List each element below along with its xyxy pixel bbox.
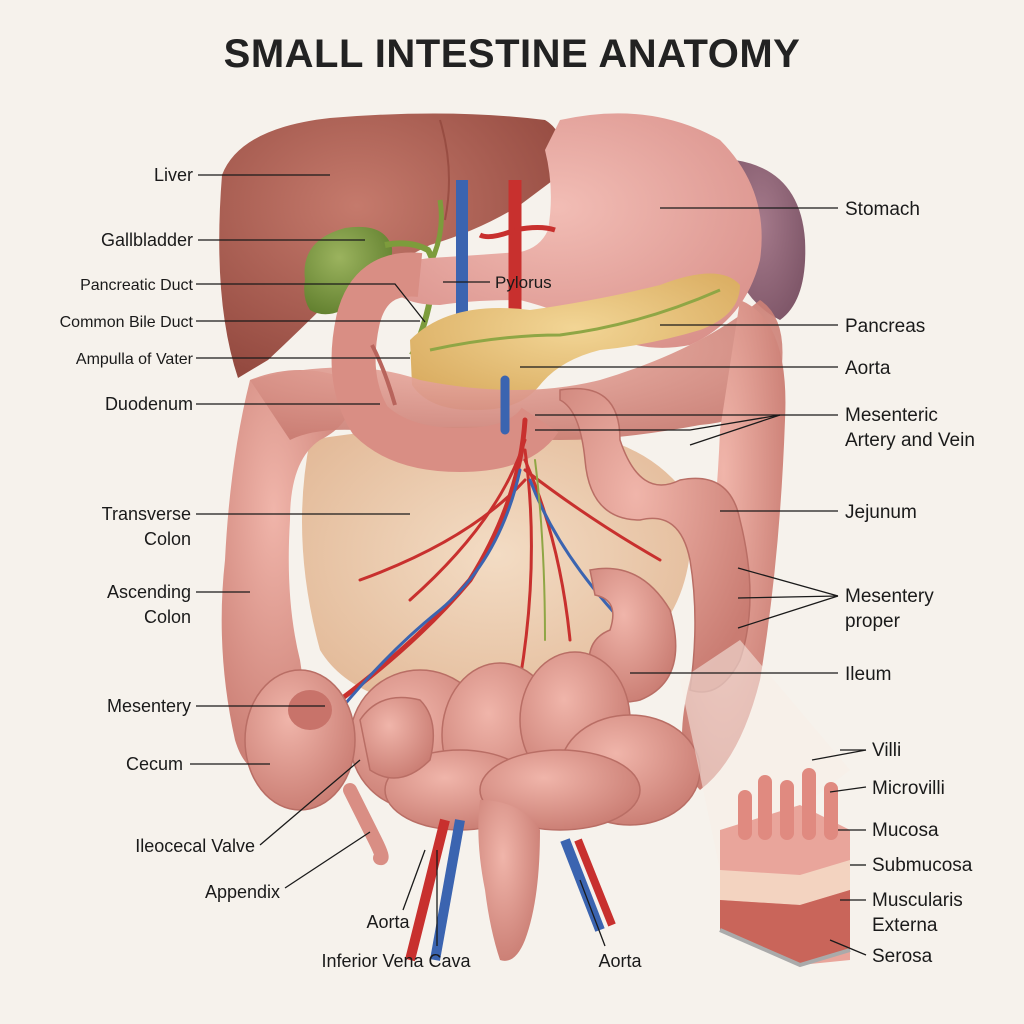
ivc-lower-shape xyxy=(430,819,465,961)
label-aorta-right: Aorta xyxy=(845,358,891,379)
label-cecum: Cecum xyxy=(126,754,183,774)
tissue-block xyxy=(719,768,851,968)
rectum-shape xyxy=(478,800,540,961)
label-liver: Liver xyxy=(154,165,193,185)
label-mesentery-proper-2: proper xyxy=(845,611,901,632)
label-jejunum: Jejunum xyxy=(845,502,917,523)
duodenum-shape xyxy=(331,252,559,473)
gallbladder-shape xyxy=(304,226,393,315)
label-mesenteric-1: Mesenteric xyxy=(845,405,938,426)
label-ascending-colon-2: Colon xyxy=(144,607,191,627)
leader-lines xyxy=(190,174,867,956)
labels-right: Stomach Pancreas Aorta Mesenteric Artery… xyxy=(845,199,975,967)
cecum-shape xyxy=(244,669,356,811)
ascending-colon-shape xyxy=(221,370,352,772)
label-muscularis-2: Externa xyxy=(872,915,938,936)
labels-left: Liver Gallbladder Pancreatic Duct Common… xyxy=(60,165,643,971)
mesenteric-vessels xyxy=(337,375,662,712)
mesentery-shape xyxy=(302,426,692,712)
label-ileocecal-valve: Ileocecal Valve xyxy=(135,836,255,856)
diagram-title: SMALL INTESTINE ANATOMY xyxy=(223,32,801,76)
label-villi: Villi xyxy=(872,740,901,761)
label-aorta-bottom-right: Aorta xyxy=(598,951,642,971)
label-ampulla-of-vater: Ampulla of Vater xyxy=(76,351,194,368)
label-common-bile-duct: Common Bile Duct xyxy=(60,314,194,331)
label-duodenum: Duodenum xyxy=(105,394,193,414)
label-submucosa: Submucosa xyxy=(872,855,973,876)
label-transverse-colon-2: Colon xyxy=(144,529,191,549)
appendix-shape xyxy=(343,783,389,866)
label-stomach: Stomach xyxy=(845,199,920,220)
label-inferior-vena-cava: Inferior Vena Cava xyxy=(321,951,471,971)
label-muscularis-1: Muscularis xyxy=(872,890,963,911)
pancreas-shape xyxy=(410,273,740,411)
magnify-cone xyxy=(680,640,850,870)
label-microvilli: Microvilli xyxy=(872,778,945,799)
label-pancreatic-duct: Pancreatic Duct xyxy=(80,277,193,294)
small-intestine-loops xyxy=(349,387,751,831)
label-ascending-colon-1: Ascending xyxy=(107,582,191,602)
label-ileum: Ileum xyxy=(845,664,891,685)
label-mucosa: Mucosa xyxy=(872,820,939,841)
label-mesenteric-2: Artery and Vein xyxy=(845,430,975,451)
label-aorta-bottom-left: Aorta xyxy=(366,912,410,932)
label-transverse-colon-1: Transverse xyxy=(102,504,191,524)
label-serosa: Serosa xyxy=(872,946,933,967)
label-appendix: Appendix xyxy=(205,882,280,902)
label-mesentery-proper-1: Mesentery xyxy=(845,586,934,607)
aorta-lower-left-shape xyxy=(405,818,450,962)
label-gallbladder: Gallbladder xyxy=(101,230,193,250)
label-mesentery: Mesentery xyxy=(107,696,191,716)
label-pancreas: Pancreas xyxy=(845,316,925,337)
label-pylorus: Pylorus xyxy=(495,273,552,292)
